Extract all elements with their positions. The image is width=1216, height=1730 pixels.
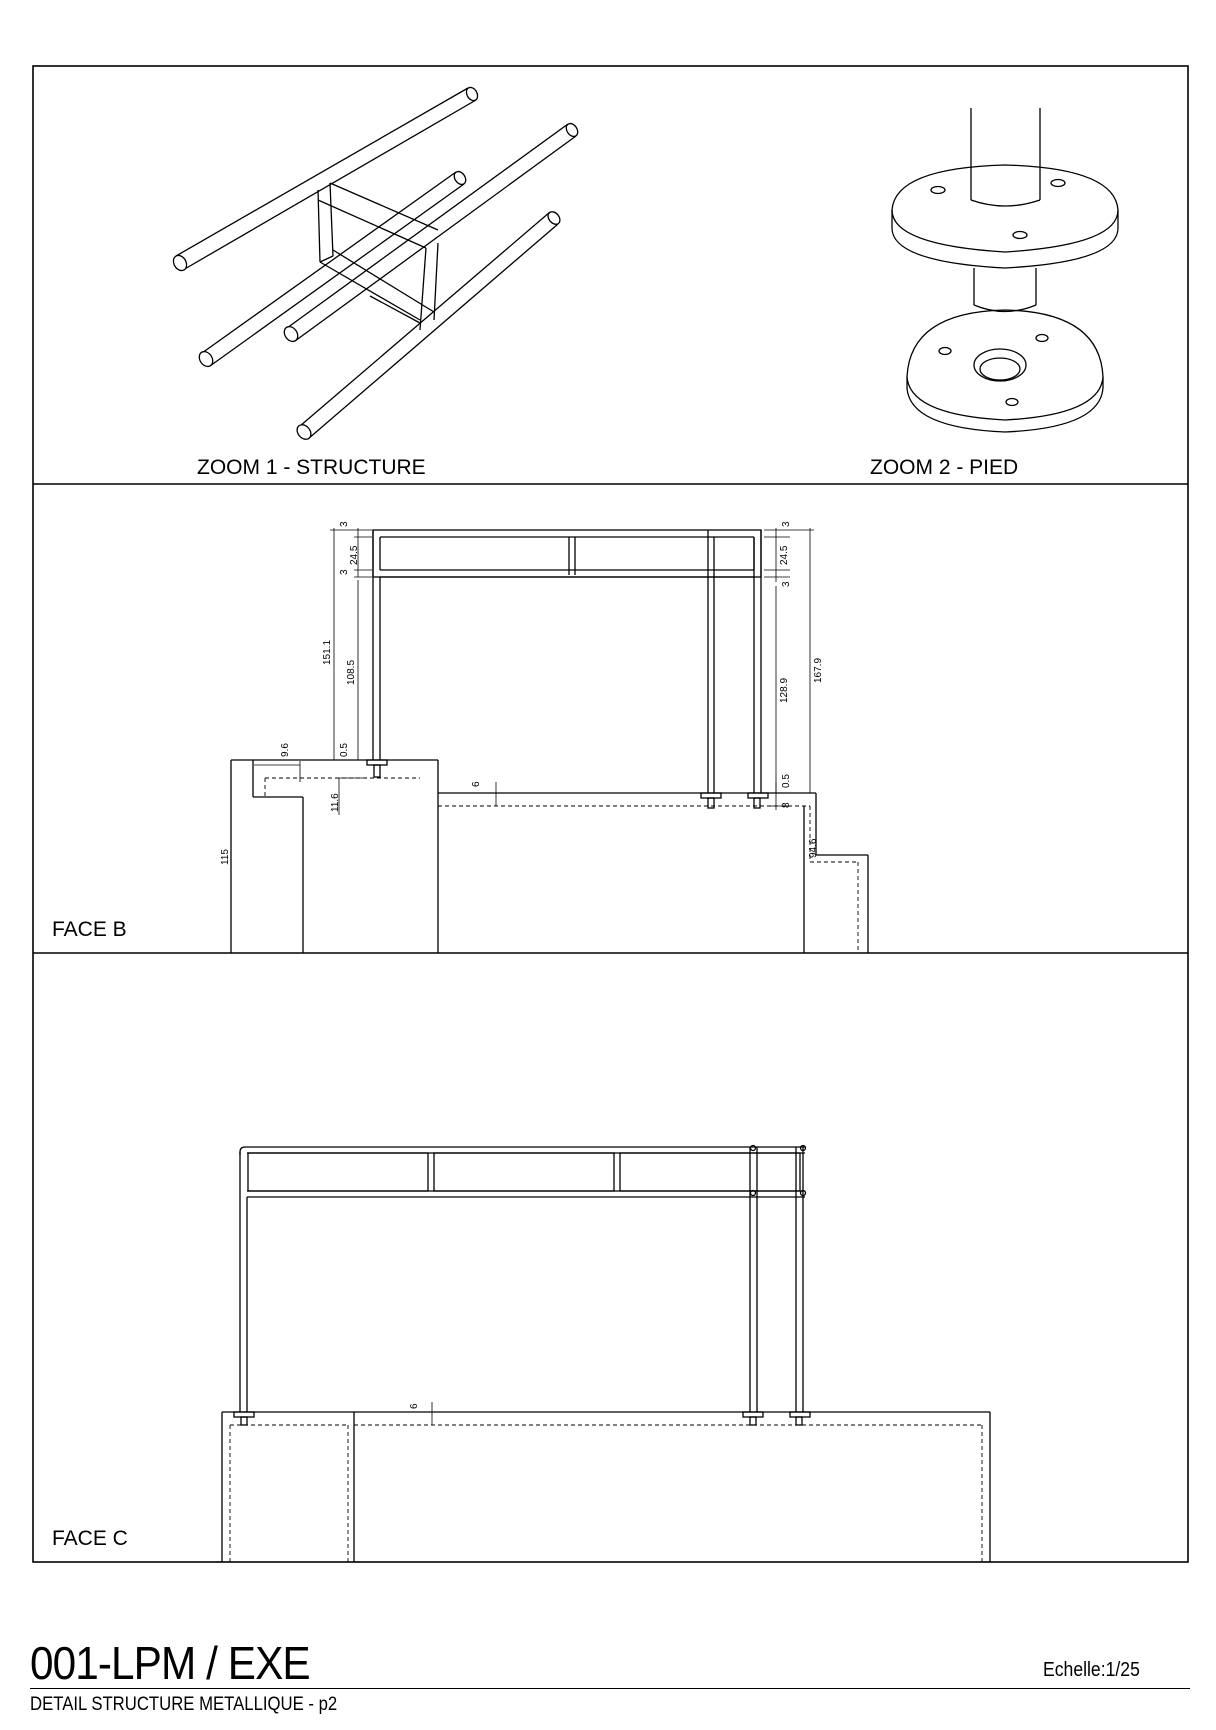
- dim-b-counter-height: 115: [220, 849, 231, 865]
- zoom2-foot-drawing: [891, 108, 1119, 433]
- dim-b-top-rail: 3: [339, 521, 350, 527]
- face-c-drawing: [221, 1144, 991, 1562]
- dim-b-left-step: 11.6: [330, 793, 341, 812]
- sheet-frame: [32, 65, 1189, 1563]
- drawing-scale: Echelle:1/25: [1043, 1659, 1140, 1681]
- dim-b-top-thickness: 6: [471, 781, 482, 787]
- dim-b-right-top: 8: [781, 802, 792, 808]
- drawing-code: 001-LPM / EXE: [30, 1637, 311, 1689]
- zoom2-label: ZOOM 2 - PIED: [870, 456, 1018, 479]
- dim-b-right-total: 167.9: [813, 658, 824, 683]
- drawing-subtitle: DETAIL STRUCTURE METALLIQUE - p2: [30, 1694, 338, 1715]
- title-underline: [30, 1688, 1190, 1689]
- dim-b-right-rail-gap: 3: [781, 581, 792, 587]
- zoom1-label: ZOOM 1 - STRUCTURE: [197, 456, 426, 479]
- face-b-drawing: [230, 528, 869, 953]
- dim-b-right-upright: 128.9: [779, 678, 790, 703]
- dim-b-right-offset: 0.5: [781, 774, 792, 788]
- face-b-label: FACE B: [52, 918, 127, 941]
- dim-b-right-band: 24.5: [779, 545, 790, 565]
- dim-b-right-top-rail: 3: [781, 521, 792, 527]
- dim-b-left-total: 151.1: [322, 640, 333, 665]
- dim-b-rail-gap: 3: [339, 569, 350, 575]
- zoom1-structure-drawing: [172, 86, 579, 440]
- dim-b-left-ledge: 9.6: [280, 743, 291, 757]
- dim-b-right-lower: 94.6: [808, 838, 819, 858]
- dim-b-band-height: 24.5: [349, 545, 360, 565]
- dim-b-left-upright: 108.5: [346, 660, 357, 685]
- face-c-label: FACE C: [52, 1527, 128, 1550]
- dim-c-top-thickness: 6: [409, 1403, 420, 1409]
- dim-b-left-offset: 0.5: [339, 743, 350, 757]
